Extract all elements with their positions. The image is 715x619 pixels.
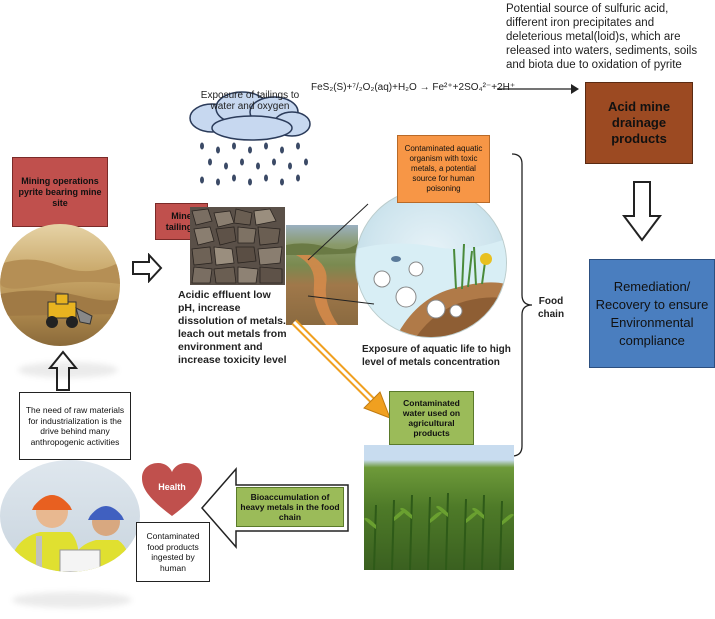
bioaccumulation-box: Bioaccumulation of heavy metals in the f…: [236, 487, 344, 527]
mining-operations-box: Mining operations pyrite bearing mine si…: [12, 157, 108, 227]
exposure-label: Exposure of tailings to water and oxygen: [200, 90, 300, 112]
cloud-rain-illustration: [189, 91, 311, 186]
food-chain-label: Food chain: [537, 296, 565, 320]
down-arrow-icon: [622, 181, 662, 242]
raw-materials-box: The need of raw materials for industrial…: [19, 392, 131, 460]
exposure-aquatic-text: Exposure of aquatic life to high level o…: [362, 344, 511, 368]
acid-mine-drainage-box: Acid mine drainage products: [585, 82, 693, 164]
contaminated-water-box: Contaminated water used on agricultural …: [389, 391, 474, 445]
food-chain-bracket: [511, 153, 533, 457]
corn-field-photo: [364, 445, 514, 570]
pyrite-equation: FeS₂(S)+⁷/₂O₂(aq)+H₂O → Fe²⁺+2SO₄²⁻+2H⁺: [311, 82, 516, 93]
acidic-effluent-text: Acidic effluent low pH, increase dissolu…: [178, 289, 287, 366]
up-arrow-icon: [48, 350, 78, 391]
health-label: Health: [158, 482, 186, 492]
contaminated-organism-box: Contaminated aquatic organism with toxic…: [397, 135, 490, 203]
contaminated-food-box: Contaminated food products ingested by h…: [136, 522, 210, 582]
top-description: Potential source of sulfuric acid, diffe…: [506, 3, 698, 71]
heart-icon: [142, 463, 202, 516]
tailings-rocks-photo: [190, 207, 285, 285]
connector-lines: [307, 203, 375, 305]
aquatic-ecosystem-illustration: [355, 188, 507, 338]
orange-arrow: [291, 319, 391, 419]
shadow: [12, 592, 132, 608]
mine-site-photo: [0, 224, 120, 346]
workers-photo: [0, 460, 140, 572]
remediation-box: Remediation/ Recovery to ensure Environm…: [589, 259, 715, 368]
shadow: [18, 362, 118, 378]
river-landscape-photo: [286, 225, 358, 325]
arrow-to-amd: [497, 84, 579, 94]
right-arrow-icon: [132, 253, 163, 283]
